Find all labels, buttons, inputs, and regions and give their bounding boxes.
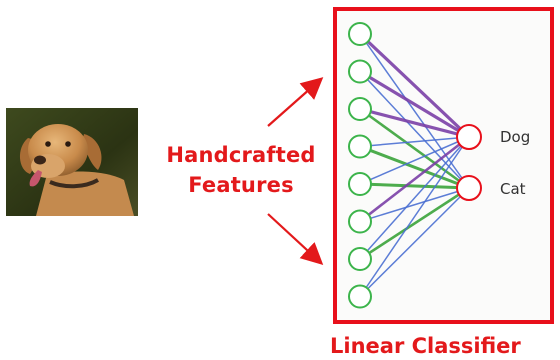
input-node	[348, 172, 372, 196]
network-edge	[359, 136, 470, 260]
output-label-cat: Cat	[500, 180, 526, 198]
dog-photo	[6, 108, 138, 216]
network-edge	[359, 107, 470, 190]
input-node	[348, 59, 372, 84]
network-edge	[359, 33, 470, 189]
network-edge	[359, 135, 470, 223]
input-node	[348, 22, 372, 46]
arrow-down-icon	[267, 213, 324, 265]
output-node-dog	[456, 124, 482, 150]
network-edge	[359, 107, 470, 139]
classifier-label: Linear Classifier	[330, 334, 521, 358]
input-node	[348, 97, 372, 121]
features-label: Handcrafted Features	[150, 140, 332, 200]
network-edge	[359, 182, 470, 190]
network-edge	[359, 70, 470, 139]
input-node	[348, 284, 372, 309]
network-edge	[359, 145, 470, 190]
output-node-cat	[456, 175, 482, 201]
network-edge	[359, 136, 470, 148]
network-edge	[359, 187, 470, 223]
input-node	[348, 134, 372, 159]
arrow-up-icon	[267, 77, 324, 127]
features-label-line2: Features	[188, 173, 294, 197]
features-label-line1: Handcrafted	[166, 143, 316, 167]
network-edge	[359, 70, 470, 189]
network-edge	[359, 136, 470, 297]
network-edge	[359, 187, 470, 298]
network-edge	[359, 136, 470, 185]
input-node	[348, 209, 372, 234]
input-node	[348, 247, 372, 271]
network-edge	[358, 32, 471, 139]
output-label-dog: Dog	[500, 128, 531, 146]
network-edge	[359, 186, 470, 261]
